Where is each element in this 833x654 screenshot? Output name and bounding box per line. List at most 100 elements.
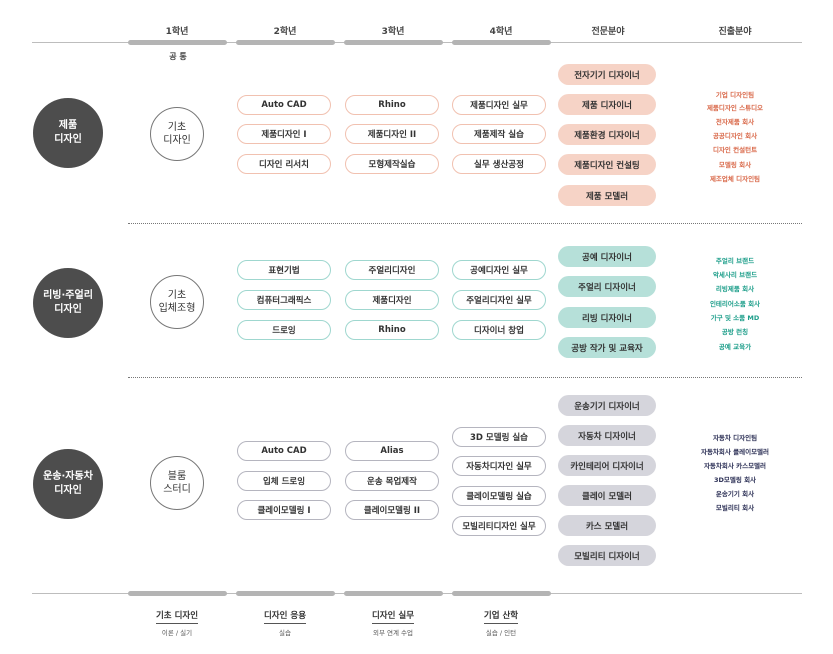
course-pill: 제품디자인 실무: [452, 95, 546, 115]
course-pill: 제품디자인 I: [237, 124, 331, 144]
stage-1-bar: [128, 591, 227, 596]
career-item: 공공디자인 회사: [712, 132, 758, 140]
track-product-name-2: 디자인: [54, 134, 82, 145]
track-transport-circle: 운송·자동차 디자인: [33, 449, 103, 519]
stage-subtitle: 실습: [279, 629, 291, 637]
specialty-pill: 카인테리어 디자이너: [558, 455, 656, 476]
track-divider: [128, 223, 802, 224]
career-item: 자동차회사 카스모델러: [703, 462, 767, 470]
header-specialty: 전문분야: [591, 27, 625, 37]
course-pill: 표현기법: [237, 260, 331, 280]
stage-subtitle: 실습 / 인턴: [485, 629, 517, 637]
career-item: 모델링 회사: [718, 161, 752, 169]
course-pill: Auto CAD: [237, 95, 331, 115]
track-product-name-1: 제품: [58, 120, 78, 131]
specialty-pill: 모빌리티 디자이너: [558, 545, 656, 566]
course-pill: 공예디자인 실무: [452, 260, 546, 280]
course-pill: 디자인 리서치: [237, 154, 331, 174]
specialty-pill: 운송기기 디자이너: [558, 395, 656, 416]
career-item: 가구 및 소품 MD: [710, 314, 760, 322]
course-pill: 모빌리티디자인 실무: [452, 516, 546, 536]
course-pill: 제품디자인 II: [345, 124, 439, 144]
course-pill: 모형제작실습: [345, 154, 439, 174]
course-pill: 드로잉: [237, 320, 331, 340]
course-pill: 컴퓨터그래픽스: [237, 290, 331, 310]
track-divider: [128, 377, 802, 378]
specialty-pill: 전자기기 디자이너: [558, 64, 656, 85]
career-item: 공예 교육가: [718, 343, 752, 351]
header-year-1: 1학년: [165, 27, 189, 37]
course-pill: Rhino: [345, 95, 439, 115]
year-2-bar: [236, 40, 335, 45]
course-pill: 클레이모델링 I: [237, 500, 331, 520]
track-transport-base-1: 블룸: [167, 471, 187, 482]
course-pill: 실무 생산공정: [452, 154, 546, 174]
track-transport-name-2: 디자인: [54, 485, 82, 496]
course-pill: 입체 드로잉: [237, 471, 331, 491]
specialty-pill: 카스 모델러: [558, 515, 656, 536]
track-product-base-circle: 기초 디자인: [150, 107, 204, 161]
career-item: 리빙제품 회사: [715, 285, 755, 293]
track-living-base-2: 입체조형: [158, 303, 196, 314]
course-pill: 제품제작 실습: [452, 124, 546, 144]
course-pill: Rhino: [345, 320, 439, 340]
specialty-pill: 제품디자인 컨설팅: [558, 154, 656, 175]
track-transport-name-1: 운송·자동차: [43, 471, 93, 482]
stage-industry: 기업 산학 실습 / 인턴: [461, 603, 541, 637]
career-item: 모빌리티 회사: [715, 504, 755, 512]
stage-4-bar: [452, 591, 551, 596]
stage-2-bar: [236, 591, 335, 596]
track-living-base-circle: 기초 입체조형: [150, 275, 204, 329]
year-1-bar: [128, 40, 227, 45]
track-product-base-2: 디자인: [163, 135, 191, 146]
track-product-circle: 제품 디자인: [33, 98, 103, 168]
stage-3-bar: [344, 591, 443, 596]
stage-subtitle: 이론 / 실기: [161, 629, 193, 637]
specialty-pill: 리빙 디자이너: [558, 307, 656, 328]
track-living-name-2: 디자인: [54, 304, 82, 315]
course-pill: Alias: [345, 441, 439, 461]
year-4-bar: [452, 40, 551, 45]
header-year-4: 4학년: [489, 27, 513, 37]
career-item: 인테리어소품 회사: [709, 300, 761, 308]
career-item: 전자제품 회사: [715, 118, 755, 126]
track-living-circle: 리빙·주얼리 디자인: [33, 268, 103, 338]
course-pill: 클레이모델링 실습: [452, 486, 546, 506]
stage-title: 기업 산학: [483, 609, 519, 624]
course-pill: Auto CAD: [237, 441, 331, 461]
stage-title: 기초 디자인: [155, 609, 199, 624]
course-pill: 제품디자인: [345, 290, 439, 310]
specialty-pill: 자동차 디자이너: [558, 425, 656, 446]
career-item: 주얼리 브랜드: [715, 257, 755, 265]
specialty-pill: 클레이 모델러: [558, 485, 656, 506]
track-transport-base-circle: 블룸 스터디: [150, 456, 204, 510]
course-pill: 클레이모델링 II: [345, 500, 439, 520]
career-item: 기업 디자인팀: [715, 91, 755, 99]
specialty-pill: 공방 작가 및 교육자: [558, 337, 656, 358]
year-3-bar: [344, 40, 443, 45]
header-career: 진출분야: [718, 27, 752, 37]
course-pill: 운송 목업제작: [345, 471, 439, 491]
stage-title: 디자인 실무: [371, 609, 415, 624]
course-pill: 자동차디자인 실무: [452, 456, 546, 476]
track-living-base-1: 기초: [167, 290, 187, 301]
career-item: 자동차 디자인팀: [712, 434, 758, 442]
career-item: 운송기기 회사: [715, 490, 755, 498]
career-item: 3D모델링 회사: [713, 476, 757, 484]
stage-title: 디자인 응용: [263, 609, 307, 624]
stage-practice: 디자인 실무 외부 연계 수업: [353, 603, 433, 637]
specialty-pill: 제품 모델러: [558, 185, 656, 206]
career-item: 디자인 컨설턴트: [712, 146, 758, 154]
header-year-3: 3학년: [381, 27, 405, 37]
career-item: 악세사리 브랜드: [712, 271, 758, 279]
course-pill: 디자이너 창업: [452, 320, 546, 340]
course-pill: 주얼리디자인: [345, 260, 439, 280]
stage-applied: 디자인 응용 실습: [245, 603, 325, 637]
specialty-pill: 공예 디자이너: [558, 246, 656, 267]
track-living-name-1: 리빙·주얼리: [43, 290, 93, 301]
stage-basic: 기초 디자인 이론 / 실기: [137, 603, 217, 637]
specialty-pill: 주얼리 디자이너: [558, 276, 656, 297]
specialty-pill: 제품 디자이너: [558, 94, 656, 115]
header-year-2: 2학년: [273, 27, 297, 37]
track-product-base-1: 기초: [167, 122, 187, 133]
